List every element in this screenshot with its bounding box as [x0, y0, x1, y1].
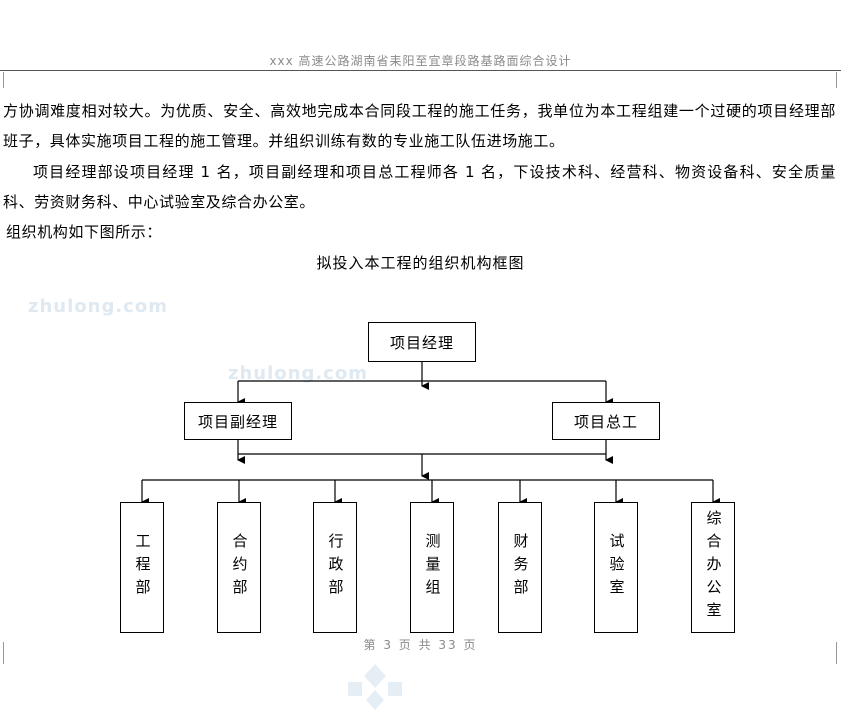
diagram-title: 拟投入本工程的组织机构框图 [316, 254, 525, 272]
org-dept-laboratory: 试验室 [594, 502, 638, 633]
org-node-chief-engineer: 项目总工 [552, 402, 660, 440]
org-dept-contracts: 合约部 [217, 502, 261, 633]
org-node-deputy-manager: 项目副经理 [184, 402, 292, 440]
org-node-project-manager: 项目经理 [368, 322, 476, 362]
corner-mark-bottom-left [3, 642, 4, 664]
page-footer: 第 3 页 共 33 页 [363, 638, 478, 652]
org-dept-general-office: 综合办公室 [691, 502, 735, 633]
watermark: zhulong.com [28, 296, 168, 317]
org-dept-finance: 财务部 [498, 502, 542, 633]
org-dept-administration: 行政部 [313, 502, 357, 633]
paragraph-1: 方协调难度相对较大。为优质、安全、高效地完成本合同段工程的施工任务，我单位为本工… [3, 102, 836, 150]
paragraph-2: 项目经理部设项目经理 1 名，项目副经理和项目总工程师各 1 名，下设技术科、经… [3, 163, 836, 211]
org-dept-engineering: 工程部 [120, 502, 164, 633]
paragraph-3: 组织机构如下图所示： [6, 223, 163, 241]
snowflake-logo-icon [348, 664, 402, 710]
header-rule [0, 70, 841, 71]
corner-mark-bottom-right [836, 642, 837, 664]
page-header: xxx 高速公路湖南省耒阳至宜章段路基路面综合设计 [269, 54, 572, 68]
org-dept-survey: 测量组 [410, 502, 454, 633]
corner-mark-top-right [836, 72, 837, 88]
watermark: zhulong.com [228, 363, 368, 384]
corner-mark-top-left [3, 72, 4, 88]
